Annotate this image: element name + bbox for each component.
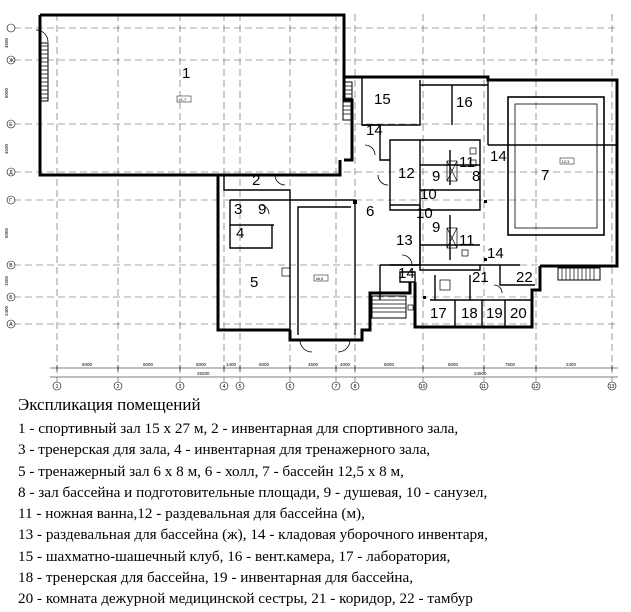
col-axis-label: 13 — [609, 384, 615, 390]
row-axis-bubbles — [6, 23, 16, 329]
room-label: 17 — [430, 305, 447, 322]
dim-label: 7500 — [505, 362, 516, 367]
legend-line: 18 - тренерская для бассейна, 19 - инвен… — [18, 569, 414, 587]
col-axis-label: 10 — [420, 384, 426, 390]
room-label: 8 — [472, 168, 480, 185]
legend-line: 15 - шахматно-шашечный клуб, 16 - вент.к… — [18, 547, 451, 565]
room-label: 2 — [252, 172, 260, 189]
room-label: 14 — [366, 122, 383, 139]
left-dim: 1500 — [4, 275, 9, 286]
room-label: 19 — [486, 305, 503, 322]
row-axis-label: Г — [9, 198, 12, 204]
dim-label: 6000 — [448, 362, 459, 367]
legend-line: 1 - спортивный зал 15 х 27 м, 2 - инвент… — [18, 420, 459, 437]
dim-label: 6000 — [196, 362, 207, 367]
left-dimensions: 4500 6000 4500 6000 1500 2400 — [4, 37, 9, 316]
row-axis-label: Е — [9, 122, 13, 128]
room-label: 21 — [472, 269, 489, 286]
shower-fixtures — [281, 147, 477, 311]
bottom-dimensions: 6000 6000 6000 1400 6000 4500 4000 6000 … — [82, 362, 577, 376]
col-axis-label: 6 — [289, 384, 292, 390]
area-tags: 41,7 46,5 12,3 — [176, 95, 575, 282]
col-axis-label: 12 — [533, 384, 539, 390]
col-axis-label: 2 — [117, 384, 120, 390]
dim-label: 1400 — [226, 362, 237, 367]
column-axis-labels: 1 2 3 4 5 6 7 8 10 11 12 13 — [56, 384, 615, 390]
interior-walls — [223, 77, 617, 335]
dim-label: 4500 — [308, 362, 319, 367]
room-label: 11 — [459, 154, 475, 171]
exterior-walls — [38, 13, 619, 342]
legend-title: Экспликация помещений — [18, 395, 201, 414]
room-label: 12 — [398, 165, 415, 182]
room-label: 10 — [420, 186, 437, 203]
col-axis-label: 7 — [335, 384, 338, 390]
room-label: 13 — [396, 232, 413, 249]
row-axis-label: А — [9, 322, 13, 328]
room-label: 16 — [456, 94, 473, 111]
room-labels: 1 2 3 4 5 6 7 8 9 9 9 10 10 11 11 12 13 … — [182, 65, 549, 322]
room-label: 9 — [432, 168, 440, 185]
room-label: 6 — [366, 203, 374, 220]
left-dim: 6000 — [4, 87, 9, 98]
row-axis-label: В — [9, 263, 13, 269]
floor-plan: 41,7 46,5 12,3 1 2 3 4 5 6 7 8 9 9 9 10 … — [4, 13, 619, 391]
grid-lines — [14, 14, 618, 388]
door-swings — [35, 29, 503, 353]
col-axis-label: 1 — [56, 384, 59, 390]
legend-line: 13 - раздевальная для бассейна (ж), 14 -… — [18, 526, 488, 544]
bottom-dimension-lines — [50, 365, 618, 378]
dim-label: 6000 — [82, 362, 93, 367]
stair-hatching — [39, 42, 601, 319]
row-axis-label: Б — [9, 295, 13, 301]
room-label: 9 — [432, 219, 440, 236]
dim-label: 6000 — [259, 362, 270, 367]
pool-basin — [507, 96, 605, 236]
col-axis-label: 11 — [481, 384, 486, 390]
row-axis-label: Д — [9, 170, 13, 176]
room-label: 7 — [541, 167, 549, 184]
room-label: 14 — [398, 265, 415, 282]
left-dim: 2400 — [4, 305, 9, 316]
room-legend: Экспликация помещений 1 - спортивный зал… — [18, 394, 628, 610]
legend-line: 5 - тренажерный зал 6 х 8 м, 6 - холл, 7… — [18, 462, 404, 480]
legend-line: 8 - зал бассейна и подготовительные площ… — [18, 483, 488, 501]
left-dim: 6000 — [4, 227, 9, 238]
area-tag: 12,3 — [562, 159, 571, 164]
dim-label: 6000 — [384, 362, 395, 367]
column-markers — [353, 200, 487, 299]
col-axis-label: 8 — [354, 384, 357, 390]
room-label: 11 — [459, 232, 475, 249]
col-axis-label: 3 — [179, 384, 182, 390]
overall-dim: 24500 — [474, 371, 487, 376]
legend-line: 20 - комната дежурной медицинской сестры… — [18, 590, 473, 608]
dim-label: 6000 — [143, 362, 154, 367]
room-label: 14 — [490, 148, 507, 165]
dim-label: 2400 — [566, 362, 577, 367]
room-label: 18 — [461, 305, 478, 322]
room-label: 15 — [374, 91, 391, 108]
legend-line: 11 - ножная ванна,12 - раздевальная для … — [18, 505, 365, 523]
left-dim: 4500 — [4, 143, 9, 154]
overall-dim: 26200 — [197, 371, 210, 376]
area-tag: 46,5 — [316, 276, 325, 281]
room-label: 5 — [250, 274, 258, 291]
area-tag: 41,7 — [179, 97, 188, 102]
room-label: 1 — [182, 65, 190, 82]
column-axis-bubbles — [52, 381, 617, 391]
row-axis-labels: Ж Е Д Г В Б А — [9, 58, 14, 328]
left-dim: 4500 — [4, 37, 9, 48]
room-label: 10 — [416, 205, 433, 222]
room-label: 9 — [258, 201, 266, 218]
room-label: 14 — [487, 245, 504, 262]
room-label: 4 — [236, 225, 244, 242]
room-label: 3 — [234, 201, 242, 218]
room-label: 22 — [516, 269, 533, 286]
col-axis-label: 4 — [223, 384, 226, 390]
col-axis-label: 5 — [239, 384, 242, 390]
room-label: 20 — [510, 305, 527, 322]
dim-label: 4000 — [340, 362, 351, 367]
row-axis-label: Ж — [9, 58, 14, 64]
legend-line: 3 - тренерская для зала, 4 - инвентарная… — [18, 441, 431, 459]
